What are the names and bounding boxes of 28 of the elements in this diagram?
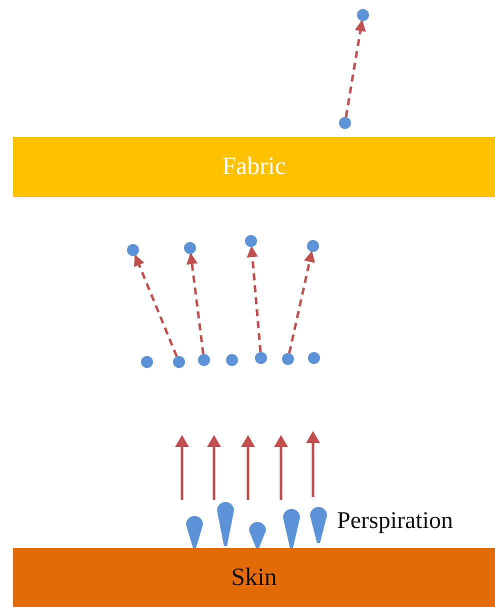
dashed-arrow xyxy=(344,20,366,118)
dashed-arrow xyxy=(134,254,178,357)
sweat-droplet xyxy=(186,516,203,548)
band-label: Fabric xyxy=(222,153,286,181)
sweat-droplet xyxy=(249,522,266,548)
fabric-band xyxy=(13,137,495,197)
molecule-dot xyxy=(173,356,185,368)
molecule-dot xyxy=(226,354,238,366)
sweat-droplet xyxy=(283,509,300,548)
molecule-dot xyxy=(308,352,320,364)
dashed-arrow xyxy=(246,246,262,352)
molecule-dot xyxy=(282,353,294,365)
dashed-arrow xyxy=(288,250,315,354)
molecule-dot xyxy=(339,117,351,129)
annotation-label: Perspiration xyxy=(337,508,453,535)
sweat-droplet xyxy=(310,507,327,543)
molecule-dot xyxy=(245,235,257,247)
molecule-dot xyxy=(141,356,153,368)
molecule-dot xyxy=(307,240,319,252)
sweat-droplet xyxy=(217,502,234,546)
molecule-dot xyxy=(357,9,369,21)
band-label: Skin xyxy=(231,564,277,592)
molecule-dot xyxy=(127,244,139,256)
molecule-dot xyxy=(255,352,267,364)
skin-band xyxy=(13,548,495,607)
molecule-dot xyxy=(198,354,210,366)
molecule-dot xyxy=(184,242,196,254)
dashed-arrow xyxy=(186,252,204,354)
